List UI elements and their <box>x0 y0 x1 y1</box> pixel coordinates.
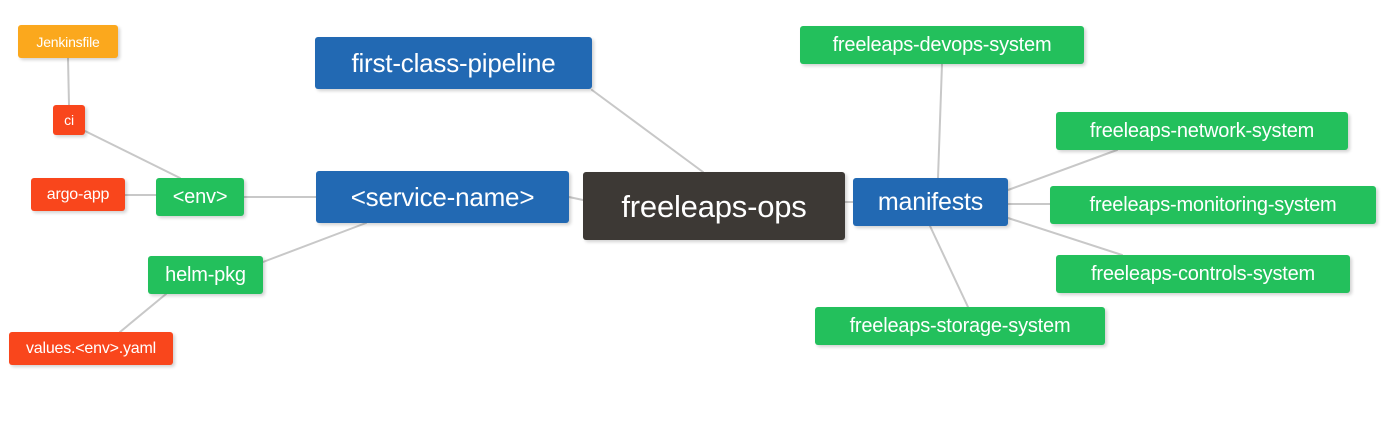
node-freeleaps-ops[interactable]: freeleaps-ops <box>583 172 845 240</box>
node-freeleaps-devops-system[interactable]: freeleaps-devops-system <box>800 26 1084 64</box>
node-label-argo-app: argo-app <box>46 185 110 203</box>
edge-jenkinsfile-to-ci <box>67 57 70 106</box>
node-label-env: <env> <box>172 186 228 208</box>
edge-manifests-to-freeleaps-devops-system <box>937 63 943 179</box>
node-label-freeleaps-network-system: freeleaps-network-system <box>1089 120 1315 142</box>
node-service-name[interactable]: <service-name> <box>316 171 569 223</box>
node-freeleaps-monitoring-system[interactable]: freeleaps-monitoring-system <box>1050 186 1376 224</box>
node-label-first-class-pipeline: first-class-pipeline <box>351 48 556 78</box>
node-label-service-name: <service-name> <box>350 182 535 212</box>
edge-ci-to-env <box>84 130 181 179</box>
node-label-freeleaps-monitoring-system: freeleaps-monitoring-system <box>1089 194 1337 216</box>
node-freeleaps-network-system[interactable]: freeleaps-network-system <box>1056 112 1348 150</box>
node-freeleaps-storage-system[interactable]: freeleaps-storage-system <box>815 307 1105 345</box>
node-label-jenkinsfile: Jenkinsfile <box>36 33 100 50</box>
node-first-class-pipeline[interactable]: first-class-pipeline <box>315 37 592 89</box>
edge-manifests-to-freeleaps-network-system <box>1007 149 1118 191</box>
node-label-helm-pkg: helm-pkg <box>165 264 246 286</box>
node-manifests[interactable]: manifests <box>853 178 1008 226</box>
node-label-freeleaps-devops-system: freeleaps-devops-system <box>832 34 1052 56</box>
node-label-freeleaps-ops: freeleaps-ops <box>621 188 807 224</box>
node-label-manifests: manifests <box>877 187 984 216</box>
node-label-values-yaml: values.<env>.yaml <box>25 339 156 357</box>
node-values-yaml[interactable]: values.<env>.yaml <box>9 332 173 365</box>
node-argo-app[interactable]: argo-app <box>31 178 125 211</box>
node-helm-pkg[interactable]: helm-pkg <box>148 256 263 294</box>
edge-values-yaml-to-helm-pkg <box>119 293 167 333</box>
node-label-freeleaps-storage-system: freeleaps-storage-system <box>849 315 1071 337</box>
node-ci[interactable]: ci <box>53 105 85 135</box>
edge-first-class-pipeline-to-freeleaps-ops <box>591 89 704 173</box>
node-jenkinsfile[interactable]: Jenkinsfile <box>18 25 118 58</box>
edge-manifests-to-freeleaps-storage-system <box>929 225 969 308</box>
node-label-ci: ci <box>64 112 74 128</box>
edge-helm-pkg-to-service-name <box>262 222 367 263</box>
node-freeleaps-controls-system[interactable]: freeleaps-controls-system <box>1056 255 1350 293</box>
node-label-freeleaps-controls-system: freeleaps-controls-system <box>1091 263 1315 285</box>
node-env[interactable]: <env> <box>156 178 244 216</box>
edge-service-name-to-freeleaps-ops <box>568 196 584 201</box>
